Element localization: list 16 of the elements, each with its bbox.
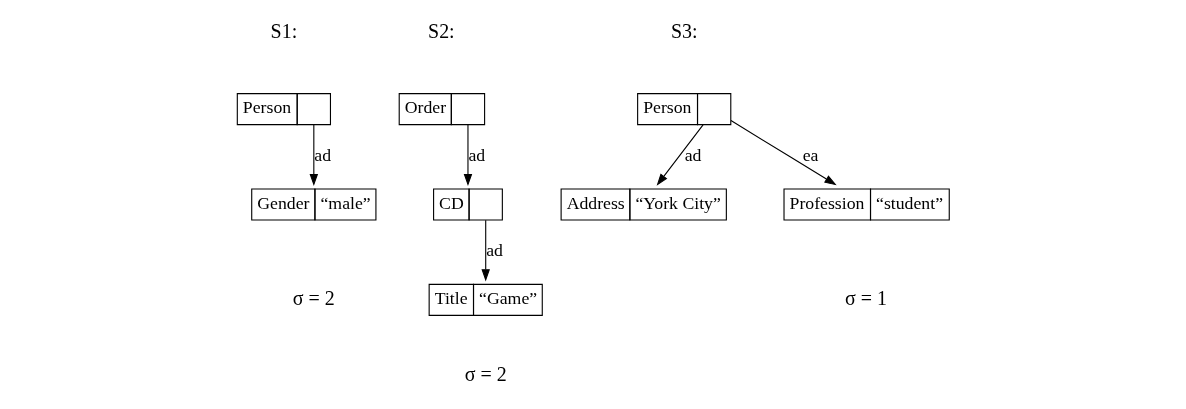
edge-label: ad [684, 145, 702, 166]
arrow [463, 124, 473, 187]
label: S2: [428, 19, 455, 42]
edge-label: ea [802, 145, 819, 166]
arrow [309, 124, 319, 187]
edge-label: ad [486, 240, 503, 261]
arrow [730, 120, 837, 186]
label: S3: [670, 19, 698, 42]
edge-label: ad [314, 145, 332, 166]
arrow [481, 219, 490, 282]
edge-label: ad [468, 145, 486, 166]
arrow [656, 124, 704, 186]
label: σ = 2 [464, 363, 507, 386]
label: σ = 2 [292, 286, 335, 309]
label: σ = 1 [845, 286, 888, 309]
label: S1: [270, 19, 298, 42]
